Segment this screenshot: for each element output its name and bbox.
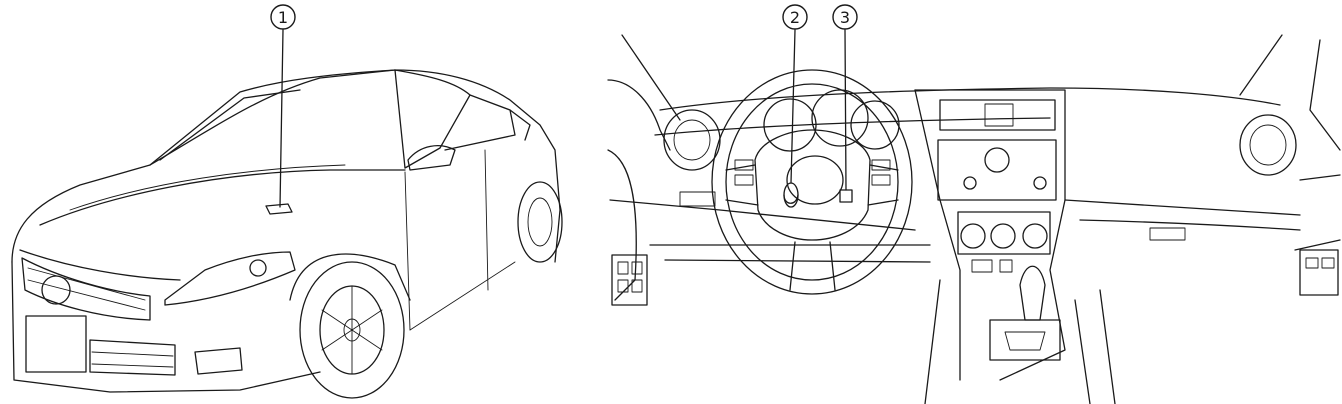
shift-gate bbox=[989, 319, 1061, 361]
callout-2: 2 bbox=[782, 4, 808, 30]
callout-2-label: 2 bbox=[790, 8, 800, 27]
center-upper-vents bbox=[939, 99, 1056, 131]
steering-wheel bbox=[711, 69, 913, 295]
dashboard-interior-view bbox=[607, 29, 1341, 404]
callout-3-label: 3 bbox=[840, 8, 850, 27]
front-wheel bbox=[299, 261, 405, 399]
emblem bbox=[41, 275, 71, 305]
left-air-vent bbox=[663, 109, 721, 171]
license-plate bbox=[25, 315, 87, 373]
gauge-center bbox=[811, 89, 869, 147]
callout-1-label: 1 bbox=[278, 8, 288, 27]
glovebox-handle bbox=[1149, 227, 1186, 241]
gauge-right bbox=[850, 100, 900, 150]
rear-wheel bbox=[517, 181, 563, 263]
steering-square-switch bbox=[839, 189, 853, 203]
audio-unit bbox=[937, 139, 1057, 201]
callout-3-leader bbox=[844, 29, 847, 191]
door-switch-panel-right bbox=[1299, 249, 1339, 296]
callout-1-leader bbox=[279, 29, 284, 208]
car-exterior-view bbox=[11, 29, 563, 399]
gauge-left bbox=[763, 98, 817, 152]
door-switch-panel-left bbox=[611, 254, 648, 306]
right-air-vent bbox=[1239, 114, 1297, 176]
hood-sensor bbox=[265, 203, 293, 215]
callout-1: 1 bbox=[270, 4, 296, 30]
steering-hub bbox=[754, 129, 871, 241]
callout-2-leader bbox=[790, 29, 796, 184]
climate-controls bbox=[957, 211, 1051, 255]
callout-3: 3 bbox=[832, 4, 858, 30]
gear-shift-knob bbox=[1019, 265, 1046, 321]
